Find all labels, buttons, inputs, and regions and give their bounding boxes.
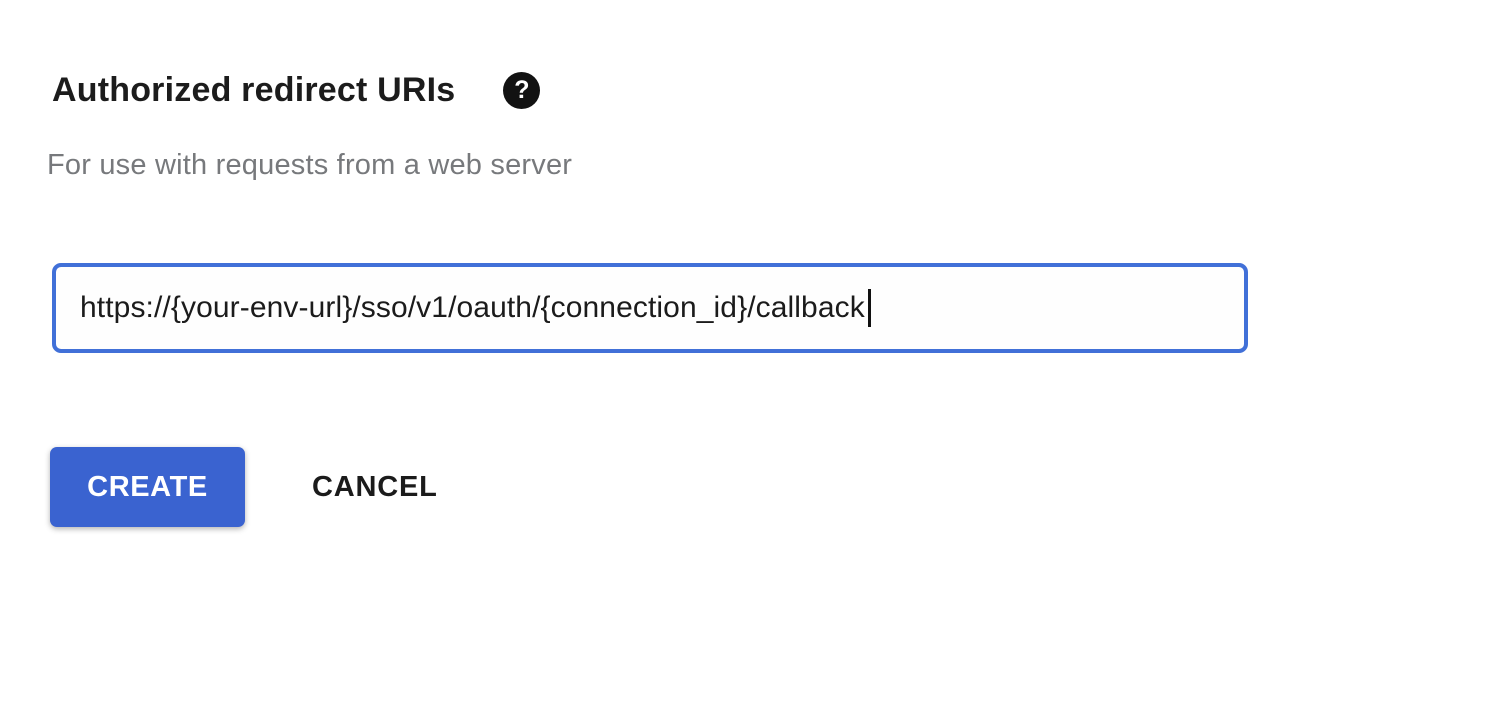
redirect-uri-value: https://{your-env-url}/sso/v1/oauth/{con…: [80, 291, 865, 324]
redirect-uri-input[interactable]: https://{your-env-url}/sso/v1/oauth/{con…: [52, 263, 1248, 353]
form-actions-row: CREATE CANCEL: [50, 447, 1504, 527]
form-description: For use with requests from a web server: [47, 149, 573, 181]
page-title: Authorized redirect URIs: [52, 71, 456, 109]
cancel-button[interactable]: CANCEL: [312, 470, 438, 503]
text-caret: [867, 289, 871, 327]
create-button[interactable]: CREATE: [50, 447, 245, 527]
help-icon[interactable]: ?: [503, 71, 541, 109]
section-heading-row: Authorized redirect URIs ?: [52, 70, 1504, 110]
